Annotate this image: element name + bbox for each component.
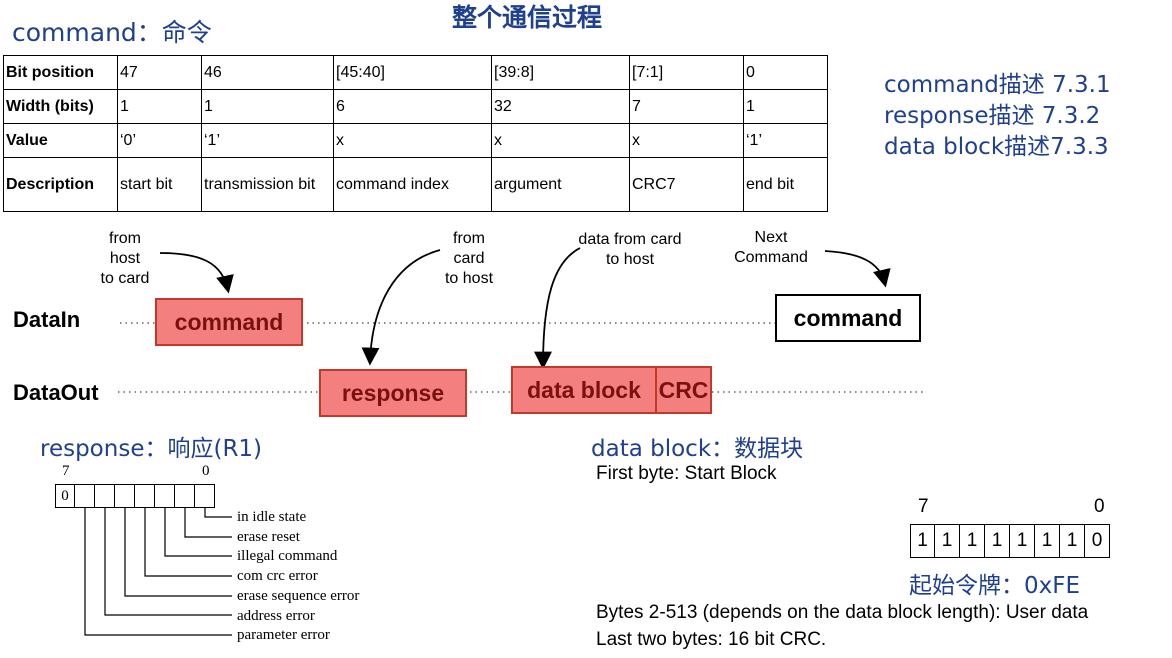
note-line: to host [444,270,494,287]
token-bit-low: 0 [1094,496,1105,517]
token-bit-cell: 1 [910,524,935,558]
command-box: command [155,298,303,346]
crc-box: CRC [655,366,712,414]
token-bit-cell: 0 [1085,524,1110,558]
dataout-label: DataOut [13,380,99,405]
response-bit-cell [115,484,135,508]
table-cell: start bit [117,157,202,212]
token-bit-cell: 1 [960,524,985,558]
table-cell: 46 [201,55,334,90]
token-bit-cell: 1 [985,524,1010,558]
flag-erase-reset: erase reset [237,528,300,545]
note-line: to card [100,270,150,287]
table-cell: 7 [629,89,744,124]
command-desc-ref: command描述 7.3.1 [884,72,1111,98]
next-command-arrow [824,250,891,288]
response-desc-ref: response描述 7.3.2 [884,103,1101,129]
response-bit-cell [195,484,215,508]
data-block-box: data block [511,366,657,414]
note-line: Next [754,229,788,246]
table-cell: CRC7 [629,157,744,212]
first-byte-text: First byte: Start Block [596,463,777,484]
response-bit-cell [95,484,115,508]
note-line: card [453,250,485,267]
table-cell: [39:8] [491,55,630,90]
flag-address-error: address error [237,607,315,624]
response-bit-cell: 0 [55,484,75,508]
flag-erase-sequence-error: erase sequence error [237,587,360,604]
description-references: command描述 7.3.1 response描述 7.3.2 data bl… [884,70,1111,163]
data-to-host-note: data from card to host [560,230,700,270]
table-cell: 6 [333,89,492,124]
token-bit-cell: 1 [1035,524,1060,558]
host-to-card-note: from host to card [90,229,160,289]
token-bit-cell: 1 [1060,524,1085,558]
datablock-desc-ref: data block描述7.3.3 [884,134,1109,160]
crc-bytes-text: Last two bytes: 16 bit CRC. [596,629,827,650]
note-line: data from card [578,231,682,248]
table-row: Bit position 47 46 [45:40] [39:8] [7:1] … [3,55,828,90]
token-bit-cell: 1 [935,524,960,558]
flag-parameter-error: parameter error [237,627,330,644]
host-to-card-arrow [159,252,234,294]
token-bit-high: 7 [918,496,929,517]
page-title: 整个通信过程 [452,3,603,32]
start-token-caption: 起始令牌：0xFE [909,573,1081,599]
table-cell: argument [491,157,630,212]
response-leader-lines [84,508,232,636]
note-line: from [109,230,141,247]
table-cell: ‘1’ [743,123,828,158]
table-cell: 32 [491,89,630,124]
note-line: host [109,250,141,267]
response-bit-cell [135,484,155,508]
note-line: from [453,230,485,247]
table-cell: 1 [201,89,334,124]
table-cell: [45:40] [333,55,492,90]
next-command-box: command [775,294,921,342]
datain-label: DataIn [13,307,81,332]
table-row: Description start bit transmission bit c… [3,157,828,212]
flag-illegal-command: illegal command [237,548,338,565]
response-bit-low: 0 [202,463,210,479]
response-bit-cell [155,484,175,508]
command-format-table: Bit position 47 46 [45:40] [39:8] [7:1] … [3,55,828,212]
start-token-byte: 1 1 1 1 1 1 1 0 [910,524,1110,558]
data-block-heading: data block：数据块 [591,436,804,462]
table-cell: 1 [743,89,828,124]
response-bit-cell [75,484,95,508]
table-cell: x [333,123,492,158]
command-heading: command：命令 [12,18,212,47]
card-to-host-arrow [361,249,441,366]
card-to-host-note: from card to host [436,229,502,289]
note-line: Command [734,249,808,266]
response-flag-list: in idle state erase reset illegal comman… [237,508,359,646]
table-cell: end bit [743,157,828,212]
response-bit-high: 7 [62,463,70,479]
note-line: to host [605,251,655,268]
response-byte: 0 [55,484,215,508]
response-box: response [319,369,467,417]
row-header: Description [3,157,118,212]
table-cell: ‘1’ [201,123,334,158]
table-cell: 1 [117,89,202,124]
token-bit-cell: 1 [1010,524,1035,558]
table-cell: transmission bit [201,157,334,212]
next-command-note: Next Command [725,228,817,268]
data-to-host-arrow [534,247,581,370]
table-cell: 0 [743,55,828,90]
row-header: Bit position [3,55,118,90]
user-data-bytes-text: Bytes 2-513 (depends on the data block l… [596,602,1089,623]
table-row: Width (bits) 1 1 6 32 7 1 [3,89,828,124]
response-heading: response：响应(R1) [40,436,263,462]
row-header: Width (bits) [3,89,118,124]
flag-in-idle-state: in idle state [237,509,307,525]
table-cell: command index [333,157,492,212]
response-bit-cell [175,484,195,508]
flag-com-crc-error: com crc error [237,568,318,585]
